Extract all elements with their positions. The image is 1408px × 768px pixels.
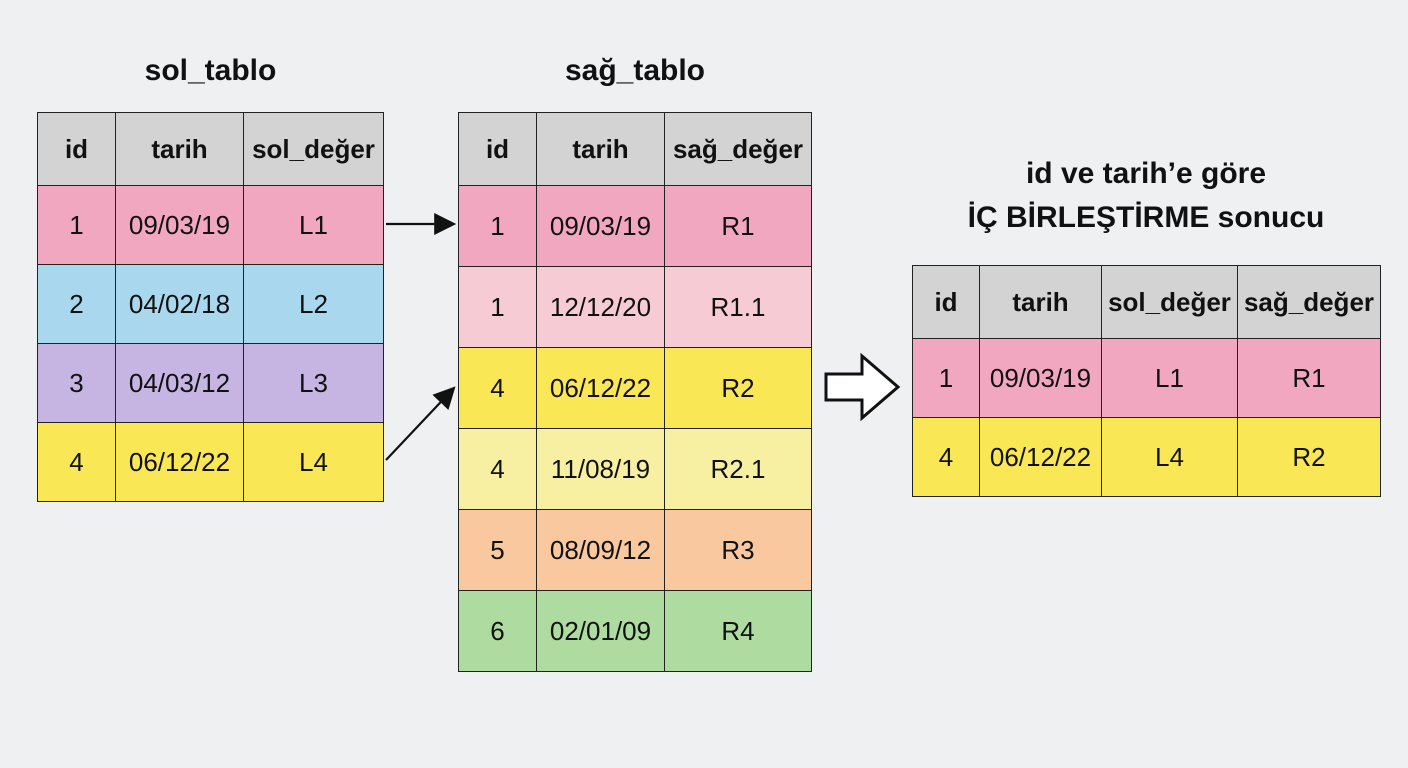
id-cell: 4: [912, 417, 980, 497]
left-table-header-row: id tarih sol_değer: [37, 112, 384, 186]
id-cell: 4: [458, 428, 537, 510]
hollow-right-arrow-icon: [824, 352, 901, 422]
value-cell: R1.1: [664, 266, 812, 348]
match-arrow-row-4: [385, 386, 456, 461]
value-cell: L4: [243, 422, 384, 502]
table-row: 1 12/12/20 R1.1: [458, 266, 812, 348]
right-value-cell: R2: [1237, 417, 1381, 497]
column-header: id: [37, 112, 116, 186]
date-cell: 06/12/22: [536, 347, 665, 429]
column-header: tarih: [979, 265, 1102, 339]
date-cell: 09/03/19: [115, 185, 244, 265]
table-row: 4 06/12/22 L4: [37, 422, 384, 502]
table-row: 2 04/02/18 L2: [37, 264, 384, 344]
id-cell: 3: [37, 343, 116, 423]
left-table-title: sol_tablo: [144, 54, 277, 87]
column-header: tarih: [536, 112, 665, 186]
date-cell: 09/03/19: [979, 338, 1102, 418]
date-cell: 04/03/12: [115, 343, 244, 423]
table-row: 6 02/01/09 R4: [458, 590, 812, 672]
right-table-title: sağ_tablo: [564, 54, 706, 87]
result-title-line-1: id ve tarih’e göre: [1025, 157, 1267, 190]
column-header: sağ_değer: [664, 112, 812, 186]
column-header: sol_değer: [1101, 265, 1238, 339]
value-cell: R3: [664, 509, 812, 591]
column-header: sol_değer: [243, 112, 384, 186]
id-cell: 1: [458, 185, 537, 267]
right-table: id tarih sağ_değer 1 09/03/19 R1 1 12/12…: [458, 112, 812, 672]
table-row: 4 06/12/22 L4 R2: [912, 417, 1381, 497]
date-cell: 04/02/18: [115, 264, 244, 344]
date-cell: 06/12/22: [115, 422, 244, 502]
id-cell: 1: [912, 338, 980, 418]
table-row: 5 08/09/12 R3: [458, 509, 812, 591]
value-cell: R2: [664, 347, 812, 429]
date-cell: 02/01/09: [536, 590, 665, 672]
column-header: sağ_değer: [1237, 265, 1381, 339]
id-cell: 2: [37, 264, 116, 344]
left-value-cell: L4: [1101, 417, 1238, 497]
id-cell: 6: [458, 590, 537, 672]
table-row: 3 04/03/12 L3: [37, 343, 384, 423]
value-cell: R1: [664, 185, 812, 267]
value-cell: R4: [664, 590, 812, 672]
table-row: 4 11/08/19 R2.1: [458, 428, 812, 510]
right-table-header-row: id tarih sağ_değer: [458, 112, 812, 186]
id-cell: 1: [37, 185, 116, 265]
id-cell: 4: [37, 422, 116, 502]
result-title-line-2: İÇ BİRLEŞTİRME sonucu: [967, 201, 1325, 234]
value-cell: R2.1: [664, 428, 812, 510]
value-cell: L3: [243, 343, 384, 423]
date-cell: 08/09/12: [536, 509, 665, 591]
value-cell: L2: [243, 264, 384, 344]
result-table-header-row: id tarih sol_değer sağ_değer: [912, 265, 1381, 339]
left-table: id tarih sol_değer 1 09/03/19 L1 2 04/02…: [37, 112, 384, 502]
column-header: id: [912, 265, 980, 339]
table-row: 4 06/12/22 R2: [458, 347, 812, 429]
date-cell: 06/12/22: [979, 417, 1102, 497]
result-table-title: id ve tarih’e göre İÇ BİRLEŞTİRME sonucu: [912, 152, 1380, 240]
id-cell: 1: [458, 266, 537, 348]
table-row: 1 09/03/19 R1: [458, 185, 812, 267]
column-header: id: [458, 112, 537, 186]
table-row: 1 09/03/19 L1 R1: [912, 338, 1381, 418]
result-table: id tarih sol_değer sağ_değer 1 09/03/19 …: [912, 265, 1381, 497]
id-cell: 5: [458, 509, 537, 591]
value-cell: L1: [243, 185, 384, 265]
column-header: tarih: [115, 112, 244, 186]
table-row: 1 09/03/19 L1: [37, 185, 384, 265]
left-value-cell: L1: [1101, 338, 1238, 418]
